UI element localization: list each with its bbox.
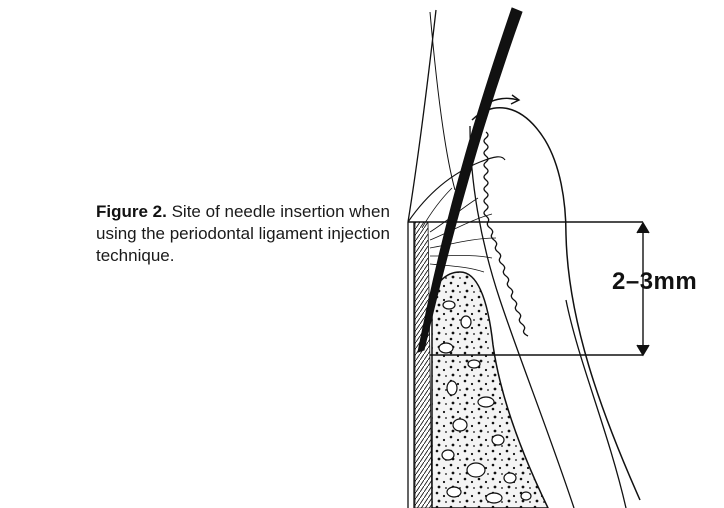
- cervical-line: [430, 12, 455, 190]
- tooth-root-line-outer: [566, 300, 626, 508]
- figure-label: Figure 2.: [96, 202, 167, 221]
- measurement-label: 2–3mm: [612, 268, 697, 296]
- ligament-layer: [415, 222, 432, 508]
- figure-caption: Figure 2. Site of needle insertion when …: [96, 201, 398, 267]
- dentine-tubules-wavy: [484, 132, 528, 336]
